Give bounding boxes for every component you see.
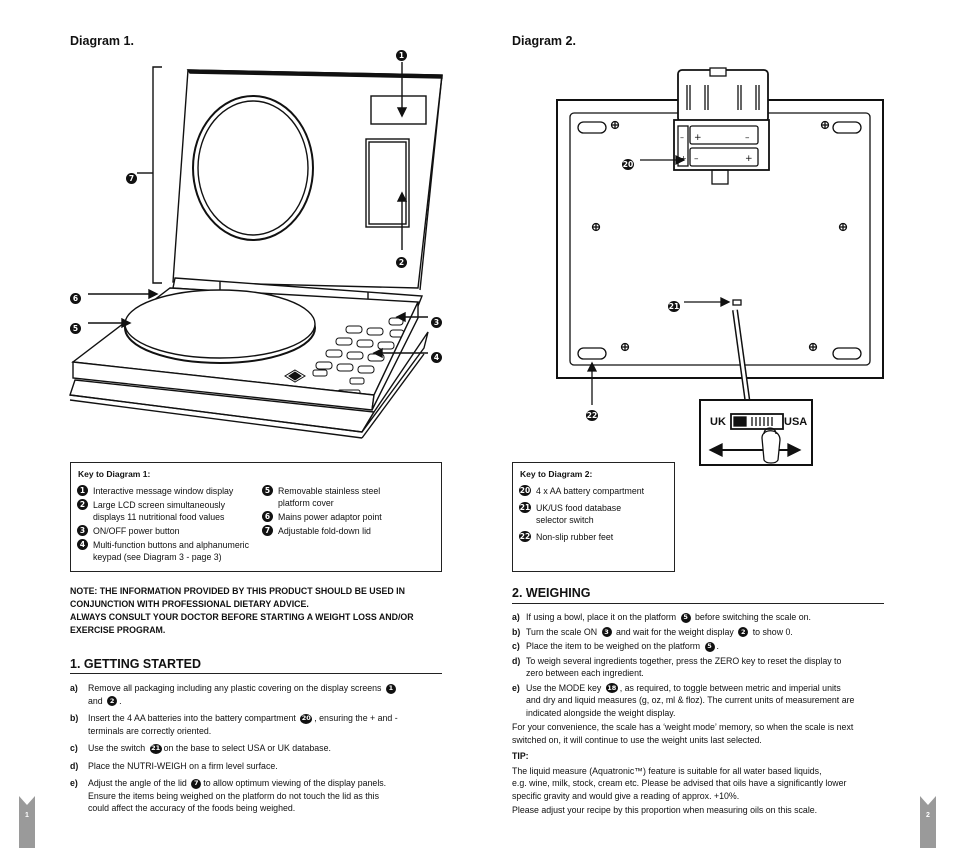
switch-label-usa: USA bbox=[784, 416, 808, 428]
step-b: b) Insert the 4 AA batteries into the ba… bbox=[70, 713, 398, 736]
callout-22: 22 bbox=[586, 410, 598, 421]
diagram-2-title: Diagram 2. bbox=[512, 34, 576, 48]
page-number-left: 1 bbox=[25, 812, 29, 819]
svg-text:+: + bbox=[745, 154, 753, 164]
page-number-right: 2 bbox=[926, 812, 930, 819]
key-1-title: Key to Diagram 1: bbox=[78, 469, 151, 479]
key-2-title: Key to Diagram 2: bbox=[520, 469, 593, 479]
callout-1: 1 bbox=[396, 45, 412, 63]
svg-text:–: – bbox=[745, 133, 750, 143]
tip-heading: TIP: bbox=[512, 751, 529, 761]
dietary-note: NOTE: THE INFORMATION PROVIDED BY THIS P… bbox=[70, 586, 414, 635]
step-a: a) If using a bowl, place it on the plat… bbox=[512, 612, 811, 623]
getting-started-steps: a) Remove all packaging including any pl… bbox=[70, 682, 445, 815]
section-divider bbox=[70, 673, 442, 674]
step-a: a) Remove all packaging including any pl… bbox=[70, 682, 445, 707]
step-e: e) Use the MODE key 18, as required, to … bbox=[512, 682, 855, 718]
callout-20: 20 bbox=[622, 159, 634, 170]
diagram-1-title: Diagram 1. bbox=[70, 34, 134, 48]
step-d: d) Place the NUTRI-WEIGH on a firm level… bbox=[70, 760, 278, 771]
page-tab-left: 1 bbox=[19, 796, 35, 848]
svg-text:–: – bbox=[680, 133, 684, 142]
diagram-2-base-illustration: +– –+ –+ bbox=[556, 67, 884, 466]
tip-paragraph: The liquid measure (Aquatronic™) feature… bbox=[512, 765, 847, 801]
callout-2: 2 bbox=[396, 252, 412, 270]
page-tab-right: 2 bbox=[920, 796, 936, 848]
switch-label-uk: UK bbox=[710, 416, 726, 428]
svg-text:–: – bbox=[694, 154, 699, 164]
section-divider bbox=[512, 603, 884, 604]
getting-started-heading: 1. GETTING STARTED bbox=[70, 657, 202, 671]
callout-4: 4 bbox=[431, 347, 447, 365]
step-d: d) To weigh several ingredients together… bbox=[512, 655, 842, 679]
callout-7: 7 bbox=[126, 168, 142, 186]
weighing-heading: 2. WEIGHING bbox=[512, 586, 591, 600]
svg-text:+: + bbox=[694, 133, 702, 143]
callout-3: 3 bbox=[431, 312, 447, 330]
callout-6: 6 bbox=[70, 288, 86, 306]
tip-oils-paragraph: Please adjust your recipe by this propor… bbox=[512, 805, 818, 815]
step-c: c) Place the item to be weighed on the p… bbox=[512, 641, 719, 652]
step-b: b) Turn the scale ON 3 and wait for the … bbox=[512, 626, 793, 638]
diagram-1-scale-illustration bbox=[69, 62, 443, 439]
tab-notch-icon bbox=[19, 796, 35, 805]
svg-text:+: + bbox=[680, 154, 687, 163]
tab-notch-icon bbox=[920, 796, 936, 805]
weight-mode-paragraph: For your convenience, the scale has a ‘w… bbox=[512, 722, 854, 745]
callout-21: 21 bbox=[668, 301, 680, 312]
weighing-steps: a) If using a bowl, place it on the plat… bbox=[512, 611, 890, 817]
callout-5: 5 bbox=[70, 318, 86, 336]
